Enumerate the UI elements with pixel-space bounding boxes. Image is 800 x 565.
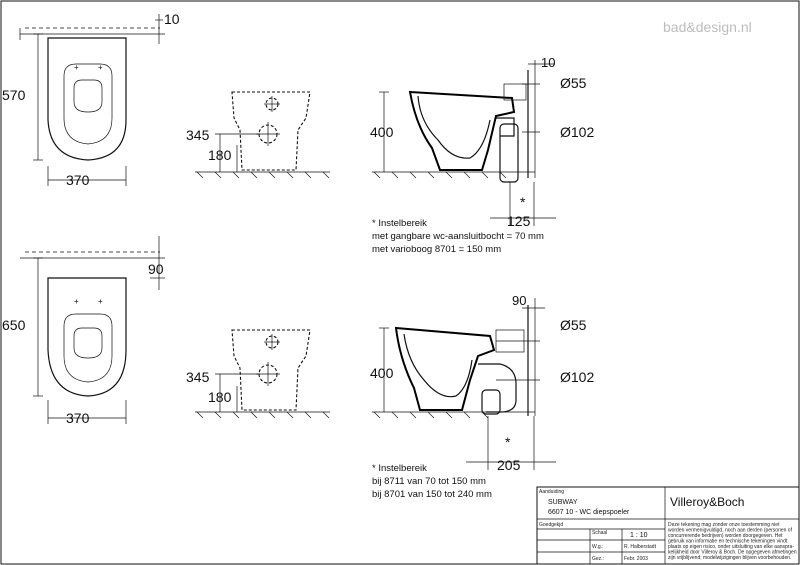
dim-height: 400 xyxy=(370,124,394,140)
disclaimer-line: gebruik van informatie en technische tek… xyxy=(668,539,788,545)
note-line: met varioboog 8701 = 150 mm xyxy=(372,244,501,255)
disclaimer-line: zijn vrijblijvend; modelwijzigingen blij… xyxy=(668,555,791,561)
front-outline xyxy=(231,91,311,171)
bottom-side-view: 400 90 Ø55 Ø102 205 * xyxy=(370,293,594,473)
star-marker: * xyxy=(520,194,526,210)
svg-text:+: + xyxy=(74,297,79,306)
svg-text:+: + xyxy=(98,297,103,306)
disclaimer-line: concurrerende bedrijven) worden doorgege… xyxy=(668,533,783,539)
note-line: bij 8701 van 150 tot 240 mm xyxy=(372,489,492,500)
svg-text:+: + xyxy=(98,63,103,72)
label-date: Gez.: xyxy=(592,556,604,562)
disclaimer-line: plaats op eigen risico, onder uitsluitin… xyxy=(668,544,794,550)
dim-height-a: 345 xyxy=(186,369,210,385)
title-block: Aanduiding SUBWAY 6607 10 - WC diepspoel… xyxy=(536,486,800,565)
drawing-date: Febr. 2003 xyxy=(624,556,648,562)
note-line: * Instelbereik xyxy=(372,218,427,229)
brand-logo: Villeroy&Boch xyxy=(670,495,744,509)
dim-diameter-a: Ø55 xyxy=(560,317,587,333)
dim-diameter-a: Ø55 xyxy=(560,75,587,91)
dim-height-a: 345 xyxy=(186,127,210,143)
dim-offset: 205 xyxy=(497,457,521,473)
dim-width: 370 xyxy=(66,172,90,188)
label-approved: Goedgekjd xyxy=(539,522,563,528)
disclaimer-line: kelijkheid door Villeroy & Boch. De opge… xyxy=(668,550,797,556)
bottom-notes: * Instelbereik bij 8711 van 70 tot 150 m… xyxy=(372,463,492,500)
svg-text:+: + xyxy=(74,63,79,72)
dim-height-b: 180 xyxy=(208,147,232,163)
dim-diameter-b: Ø102 xyxy=(560,124,594,140)
disclaimer-line: worden vermenigvuldigd, noch aan derden … xyxy=(668,528,793,534)
dim-side-gap: 10 xyxy=(541,55,555,70)
dim-diameter-b: Ø102 xyxy=(560,369,594,385)
dim-width: 370 xyxy=(66,410,90,426)
label-scale: Schaal xyxy=(592,530,607,536)
dim-height: 400 xyxy=(370,365,394,381)
note-line: bij 8711 van 70 tot 150 mm xyxy=(372,476,486,487)
top-top-view: + + 10 570 370 xyxy=(2,11,180,188)
bottom-front-view: 345 180 xyxy=(186,329,330,419)
bottom-top-view: + + 90 650 370 xyxy=(2,236,165,426)
dim-gap: 90 xyxy=(148,261,164,277)
top-notes: * Instelbereik met gangbare wc-aansluitb… xyxy=(372,218,544,255)
product-subtitle: 6607 10 - WC diepspoeler xyxy=(548,509,630,516)
top-side-view: 400 10 Ø55 Ø102 125 * xyxy=(370,55,594,229)
bowl-outline xyxy=(47,277,127,397)
dim-depth: 570 xyxy=(2,87,26,103)
top-front-view: 345 180 xyxy=(186,91,330,179)
label-name: Aanduiding xyxy=(539,489,564,495)
dim-height-b: 180 xyxy=(208,389,232,405)
dim-gap: 10 xyxy=(164,11,180,27)
dim-depth: 650 xyxy=(2,317,26,333)
note-line: * Instelbereik xyxy=(372,463,427,474)
note-line: met gangbare wc-aansluitbocht = 70 mm xyxy=(372,231,544,242)
star-marker: * xyxy=(505,434,511,450)
drawn-by: R. Halberstadt xyxy=(624,544,657,550)
front-outline xyxy=(231,329,311,411)
bowl-outline xyxy=(47,37,127,161)
bowl-profile xyxy=(408,90,516,171)
label-drawn: W.g.: xyxy=(592,544,603,550)
scale-value: 1 : 10 xyxy=(630,532,648,539)
watermark: bad&design.nl xyxy=(663,19,752,35)
disclaimer-line: Deze tekening mag zonder onze toestemmin… xyxy=(668,522,780,528)
dim-side-gap: 90 xyxy=(512,293,526,308)
dim-offset: 125 xyxy=(507,213,531,229)
product-name: SUBWAY xyxy=(548,499,578,506)
bowl-profile xyxy=(394,326,496,411)
